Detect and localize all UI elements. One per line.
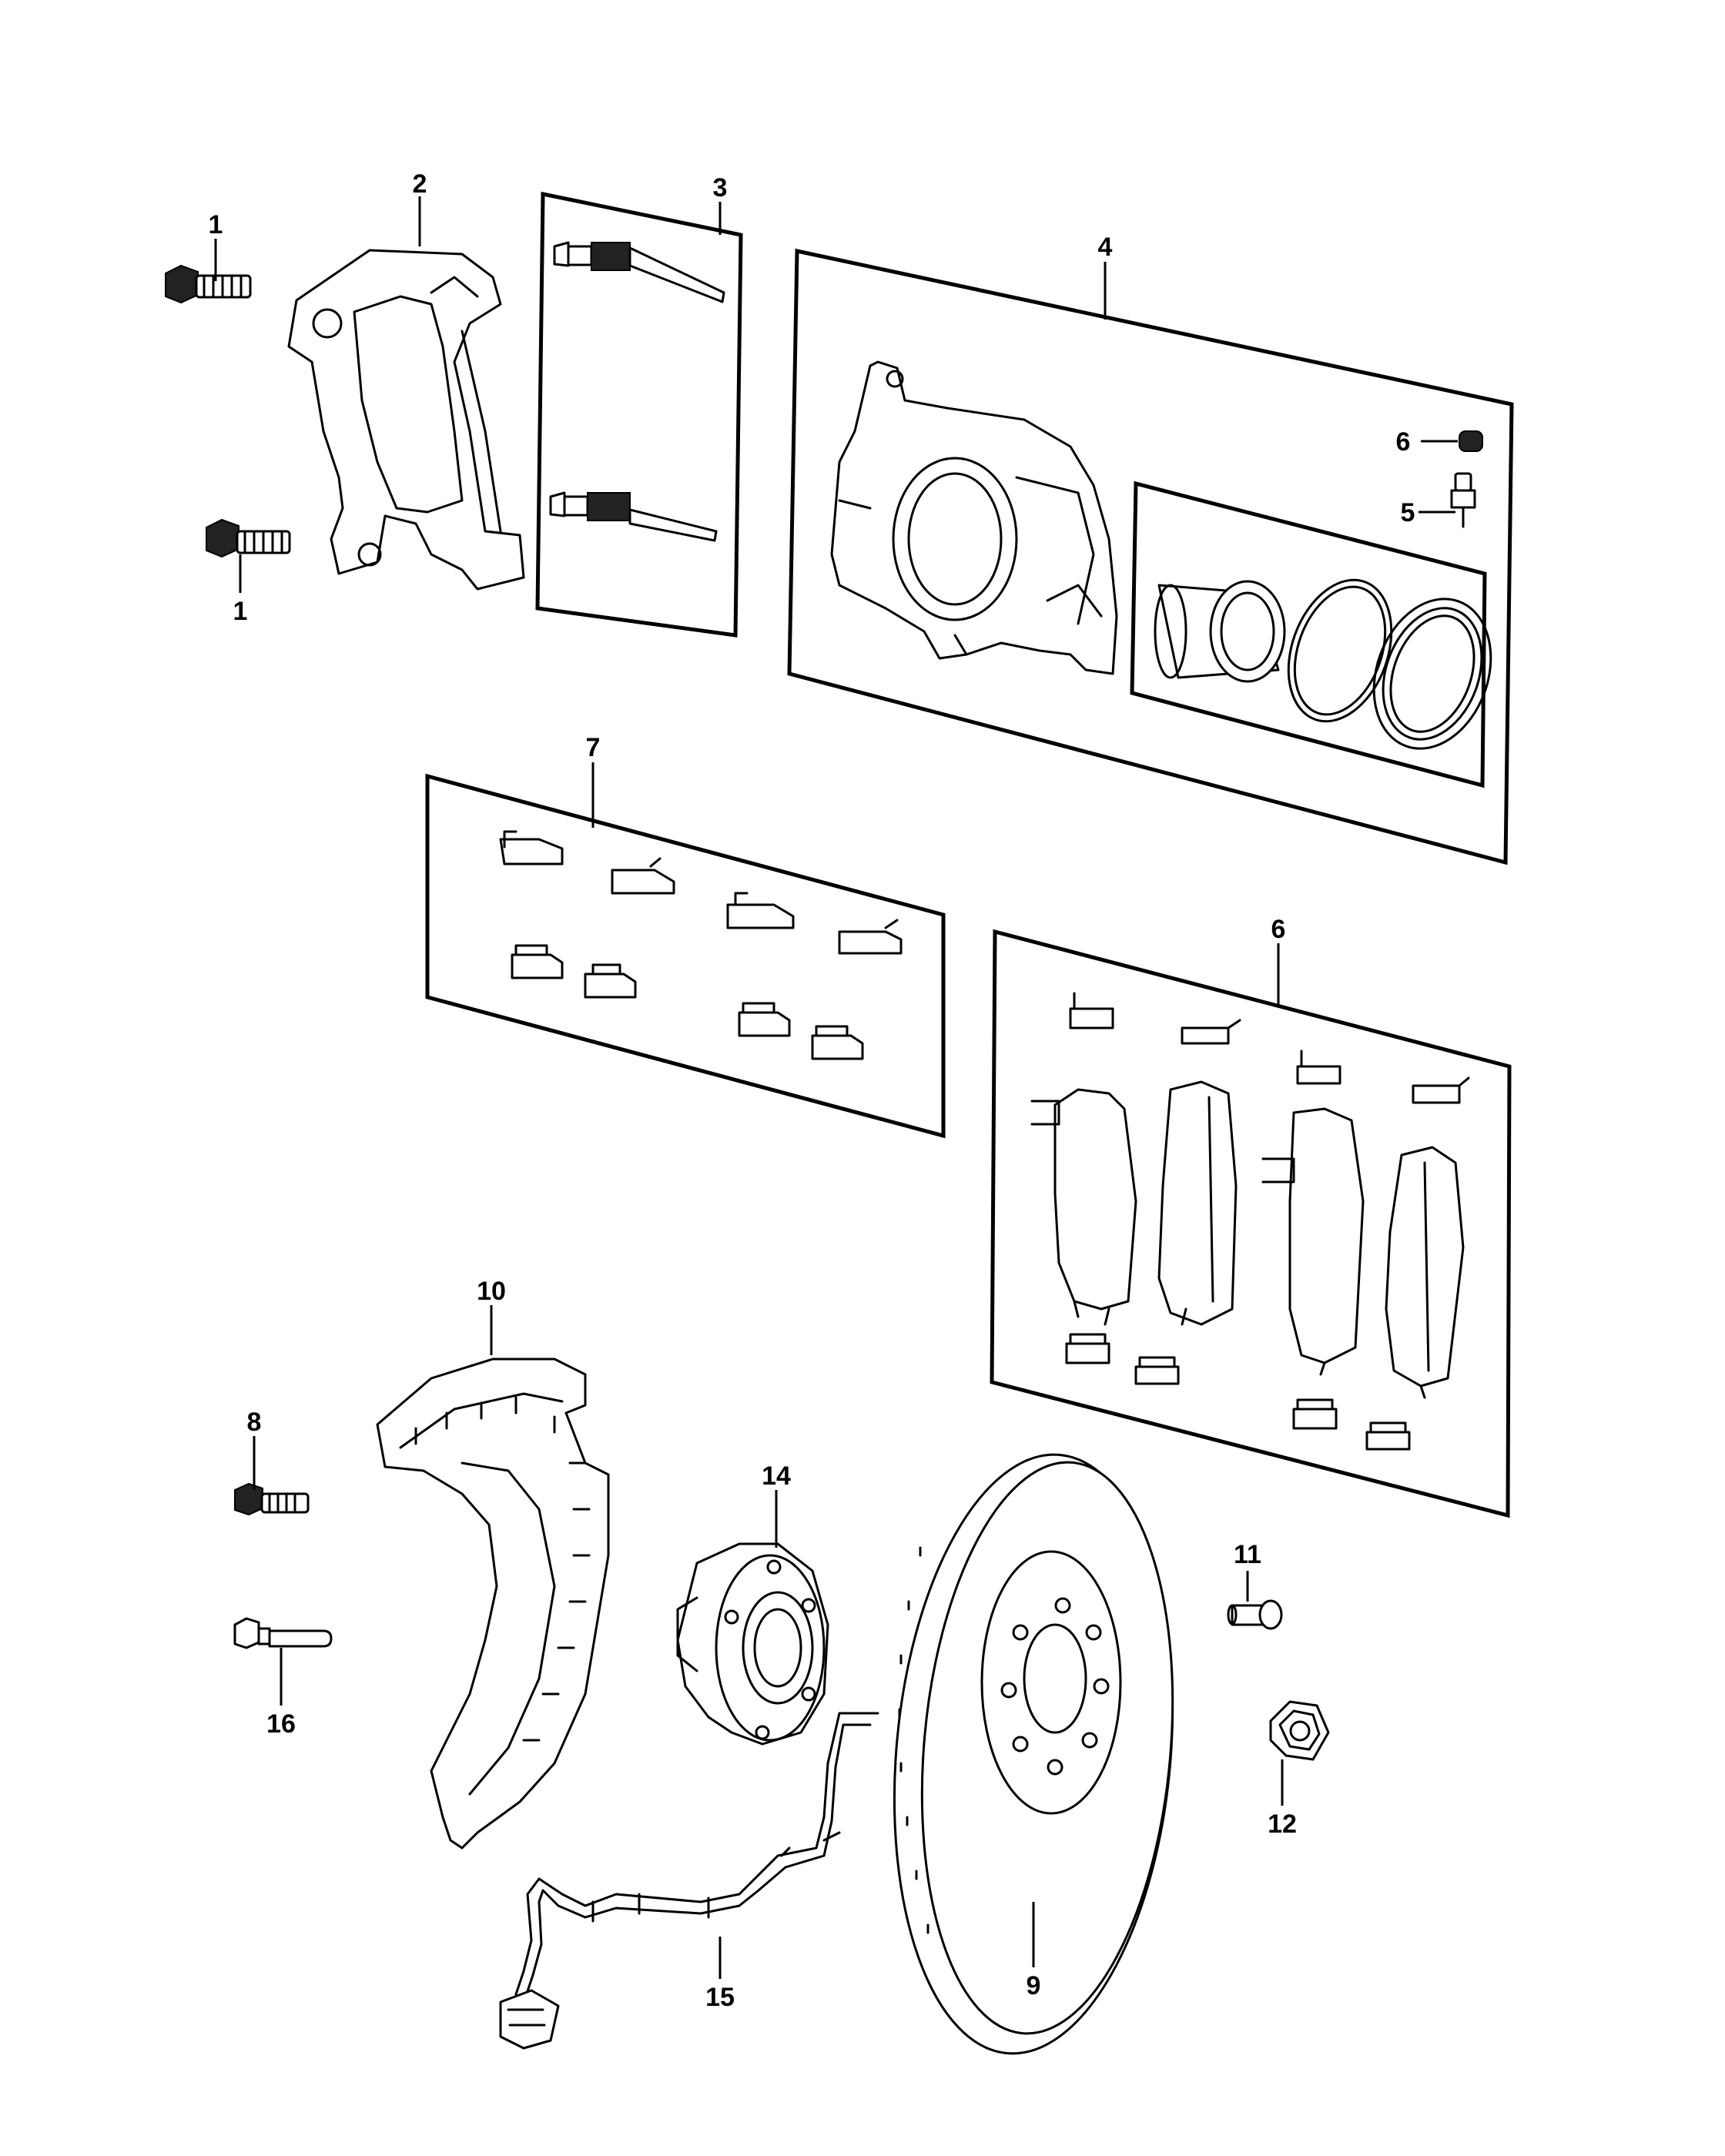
bracket-bolt-lower	[206, 518, 291, 558]
bracket-bolt-upper	[165, 264, 252, 304]
dust-shield	[376, 1358, 610, 1850]
callout-14: 14	[762, 1461, 791, 1491]
hub-nut	[1269, 1700, 1330, 1761]
caliper-anchor-bracket	[287, 249, 525, 591]
brake-pad-clips-upper	[1069, 992, 1470, 1104]
dust-boot	[1372, 598, 1492, 750]
callout-9: 8	[247, 1408, 262, 1437]
callout-5: 5	[1401, 498, 1415, 527]
callout-12: 11	[1234, 1540, 1261, 1569]
callout-4: 4	[1098, 233, 1113, 262]
brake-pad-clips-lower	[1065, 1333, 1411, 1451]
callout-6: 6	[1396, 427, 1411, 457]
bleeder-cap	[1459, 430, 1483, 452]
callout-10: 10	[477, 1277, 506, 1306]
brake-pad-kit-box	[990, 929, 1512, 1518]
shield-bolt	[234, 1482, 310, 1516]
piston-seal	[1287, 578, 1393, 723]
guide-pin-kit-box	[535, 191, 743, 638]
brake-pads	[1030, 1080, 1465, 1399]
callout-3: 3	[713, 173, 728, 203]
guide-pin-upper	[553, 241, 725, 303]
piston-seal-kit-box	[1130, 480, 1487, 788]
hub-bearing-assembly	[676, 1542, 829, 1746]
wheel-speed-sensor-harness	[499, 1712, 879, 2050]
pad-hardware-kit-box	[425, 773, 946, 1139]
caliper-piston	[1154, 580, 1286, 683]
callout-1-upper: 1	[209, 210, 223, 239]
callout-16: 16	[266, 1709, 296, 1739]
bleeder-screw	[1450, 472, 1476, 528]
brake-caliper	[830, 360, 1118, 675]
caliper-assembly-box	[787, 248, 1514, 865]
wheel-stud	[1227, 1599, 1283, 1630]
hub-bolt	[233, 1617, 333, 1649]
callout-15: 15	[705, 1983, 735, 2012]
callout-8: 7	[586, 733, 601, 762]
guide-pin-lower	[549, 491, 718, 542]
brake-rotor	[893, 1453, 1174, 2055]
callout-11: 9	[1027, 1971, 1041, 2000]
callout-7: 6	[1271, 915, 1286, 944]
callout-13: 12	[1268, 1810, 1297, 1839]
callout-2: 2	[413, 169, 427, 199]
pad-clips	[499, 830, 903, 1060]
callout-1-lower: 1	[233, 597, 248, 626]
